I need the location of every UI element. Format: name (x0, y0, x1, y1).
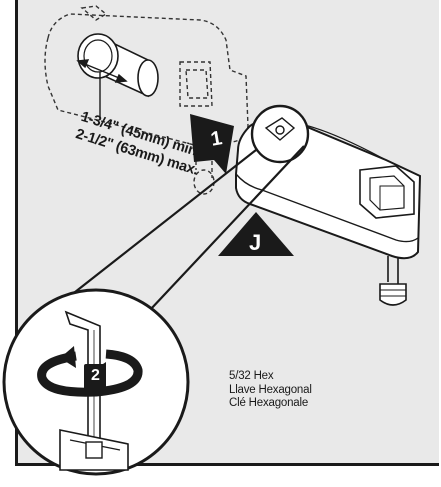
detail-callout-small (250, 104, 310, 164)
part-j-triangle-icon (218, 212, 294, 256)
callout-leader-lines (69, 145, 305, 311)
step-2-arrow-icon (84, 362, 106, 392)
tool-line-3: Clé Hexagonale (229, 397, 309, 409)
tool-line-1: 5/32 Hex (229, 370, 274, 382)
pipe-icon (77, 33, 159, 98)
tool-description: 5/32 Hex Llave Hexagonal Clé Hexagonale (229, 370, 312, 411)
part-j-label: J (249, 230, 262, 255)
step-1-arrow-icon (190, 114, 234, 174)
measurement-arrow-icon (76, 59, 128, 118)
tool-line-2: Llave Hexagonal (229, 383, 312, 396)
ghost-mounting-outline (44, 5, 249, 195)
step-2-label: 2 (91, 367, 100, 384)
